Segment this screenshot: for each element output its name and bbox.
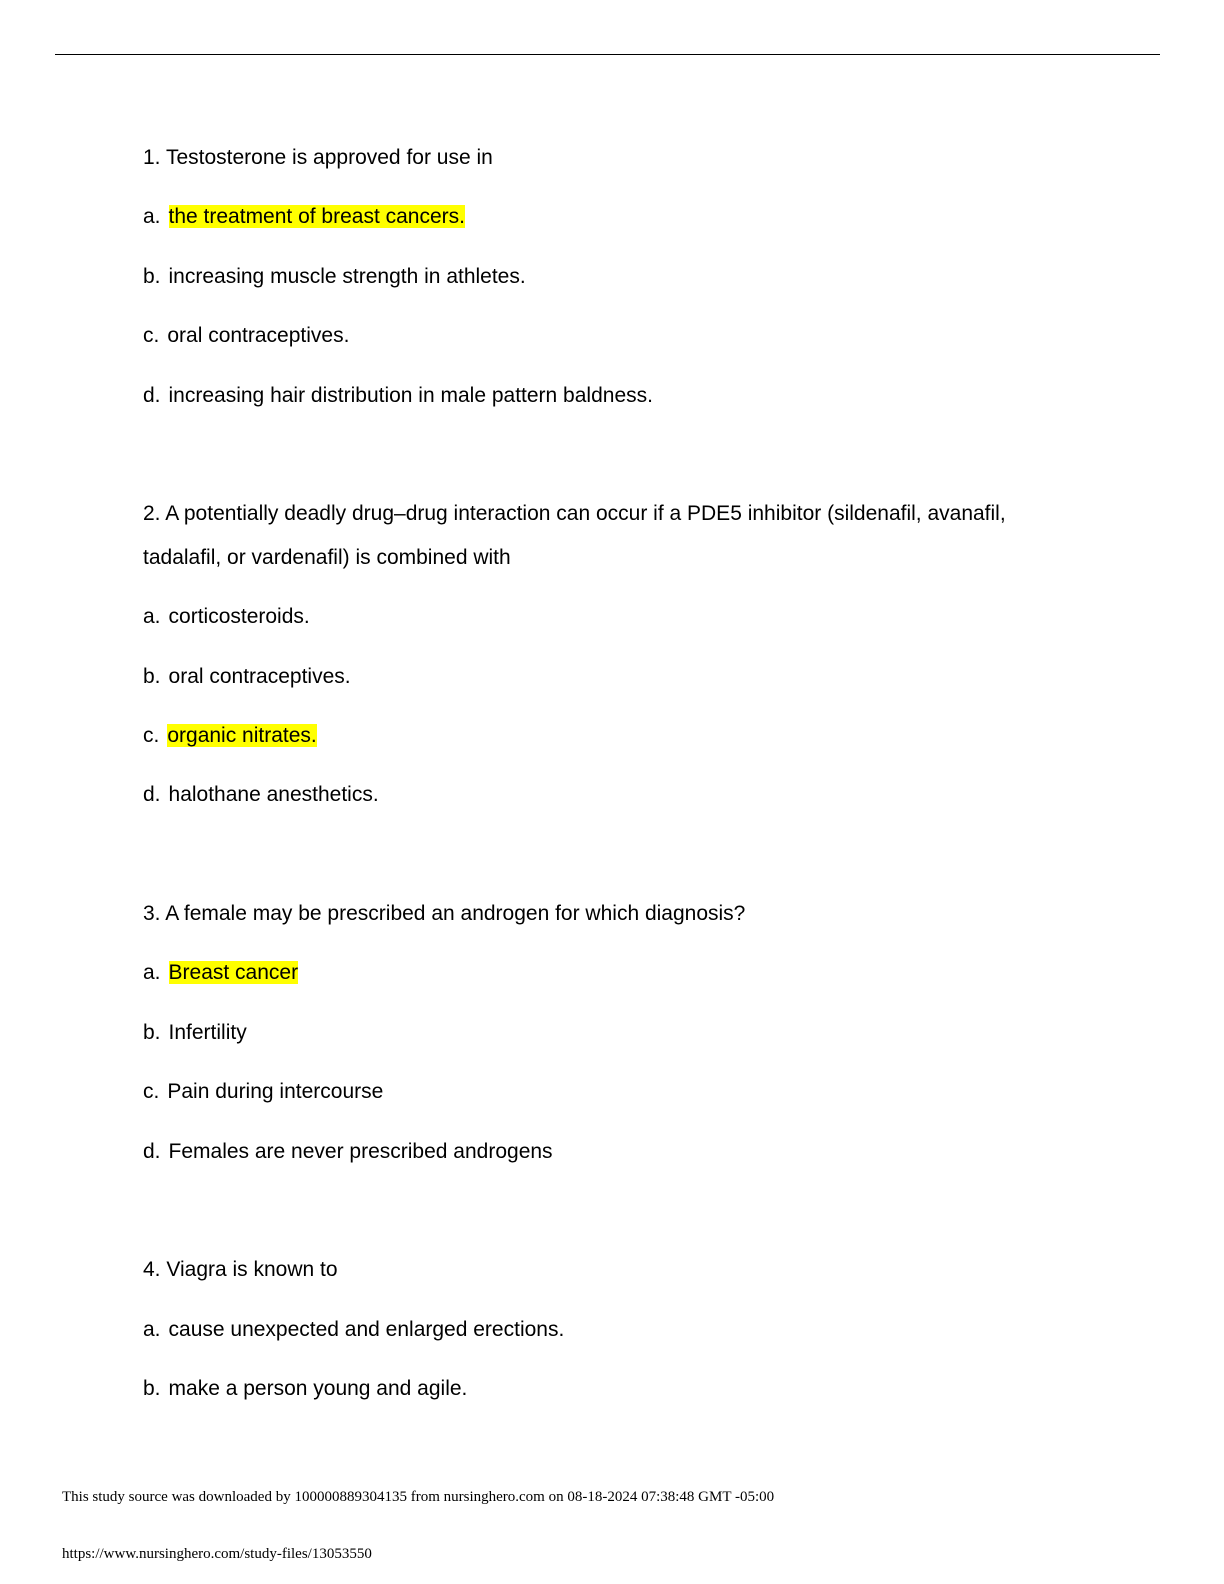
option-letter: a.	[143, 1318, 161, 1341]
option-text: corticosteroids.	[168, 605, 310, 628]
option-text: Females are never prescribed androgens	[168, 1140, 553, 1163]
option-text: halothane anesthetics.	[168, 783, 379, 806]
header-rule	[55, 54, 1160, 55]
option-text-highlighted: organic nitrates.	[167, 724, 317, 747]
option-text: make a person young and agile.	[168, 1377, 468, 1400]
question-3-option-c: c. Pain during intercourse	[143, 1078, 383, 1106]
option-text: increasing muscle strength in athletes.	[168, 265, 526, 288]
download-notice: This study source was downloaded by 1000…	[62, 1489, 775, 1505]
option-letter: c.	[143, 324, 160, 347]
option-letter: d.	[143, 1140, 161, 1163]
question-4-option-b: b. make a person young and agile.	[143, 1375, 467, 1403]
question-2-option-a: a. corticosteroids.	[143, 603, 310, 631]
question-1-stem: 1. Testosterone is approved for use in	[143, 146, 493, 169]
question-2-stem-line-2: tadalafil, or vardenafil) is combined wi…	[143, 546, 511, 569]
option-text: Infertility	[168, 1021, 247, 1044]
option-letter: a.	[143, 605, 161, 628]
option-text-highlighted: the treatment of breast cancers.	[168, 205, 465, 228]
question-1-option-a: a. the treatment of breast cancers.	[143, 203, 465, 231]
question-3-option-a: a. Breast cancer	[143, 959, 299, 987]
option-text-highlighted: Breast cancer	[168, 961, 299, 984]
option-letter: b.	[143, 1377, 161, 1400]
option-text: cause unexpected and enlarged erections.	[168, 1318, 565, 1341]
option-text: oral contraceptives.	[167, 324, 350, 347]
option-letter: d.	[143, 783, 161, 806]
option-text: Pain during intercourse	[167, 1080, 384, 1103]
option-letter: b.	[143, 665, 161, 688]
question-1-option-c: c. oral contraceptives.	[143, 322, 349, 350]
option-letter: d.	[143, 384, 161, 407]
question-1-option-d: d. increasing hair distribution in male p…	[143, 382, 653, 410]
question-3-option-d: d. Females are never prescribed androgens	[143, 1138, 553, 1166]
question-3-stem: 3. A female may be prescribed an androge…	[143, 902, 746, 925]
question-2-option-c: c. organic nitrates.	[143, 722, 317, 750]
question-4-option-a: a. cause unexpected and enlarged erection…	[143, 1316, 564, 1344]
source-url-link[interactable]: https://www.nursinghero.com/study-files/…	[62, 1546, 372, 1562]
option-letter: c.	[143, 724, 160, 747]
question-3-option-b: b. Infertility	[143, 1019, 247, 1047]
option-text: oral contraceptives.	[168, 665, 351, 688]
option-letter: b.	[143, 1021, 161, 1044]
question-2-option-b: b. oral contraceptives.	[143, 663, 351, 691]
question-2-stem-line-1: 2. A potentially deadly drug–drug intera…	[143, 502, 1006, 525]
question-2-option-d: d. halothane anesthetics.	[143, 781, 379, 809]
option-letter: a.	[143, 961, 161, 984]
option-letter: b.	[143, 265, 161, 288]
option-letter: a.	[143, 205, 161, 228]
question-1-option-b: b. increasing muscle strength in athletes…	[143, 263, 526, 291]
option-letter: c.	[143, 1080, 160, 1103]
option-text: increasing hair distribution in male pat…	[168, 384, 653, 407]
question-4-stem: 4. Viagra is known to	[143, 1258, 338, 1281]
